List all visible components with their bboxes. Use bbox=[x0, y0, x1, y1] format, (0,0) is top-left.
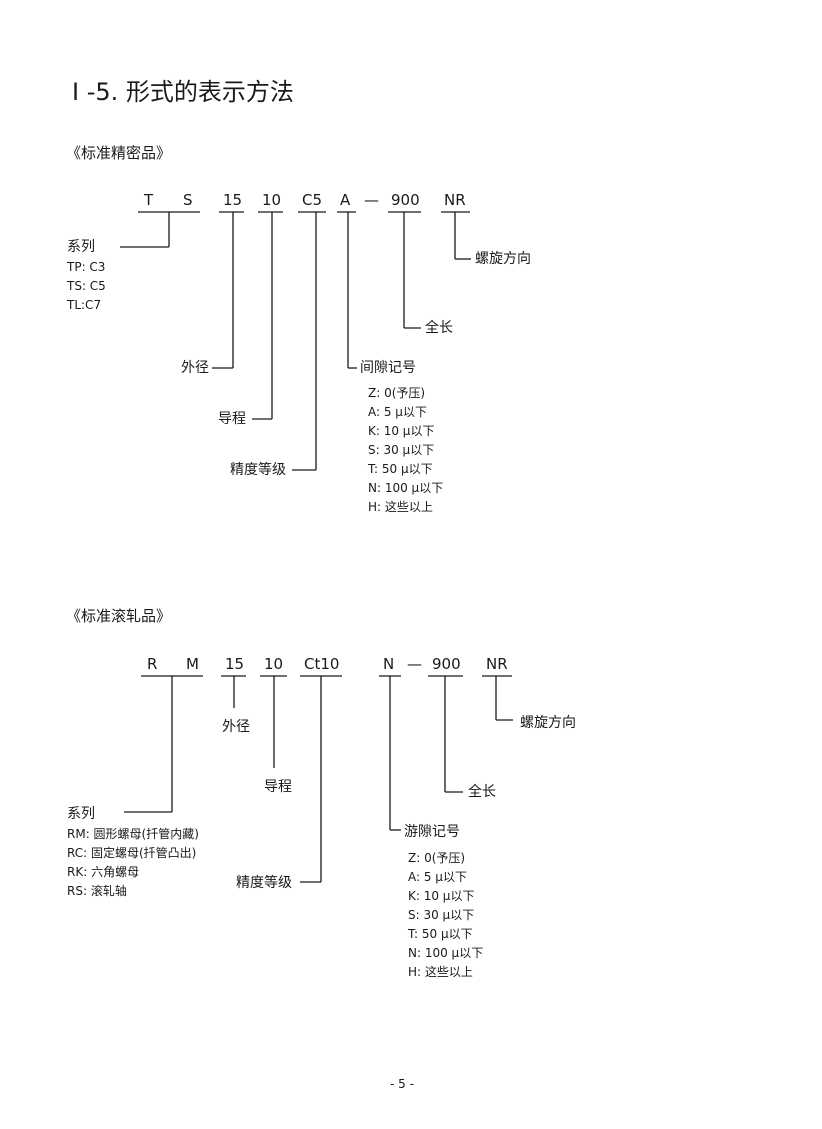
code-accuracy: C5 bbox=[302, 191, 323, 209]
code-series-2: S bbox=[183, 191, 193, 209]
code-length: 900 bbox=[432, 655, 461, 673]
code-clearance: A bbox=[340, 191, 351, 209]
list-item: S: 30 μ以下 bbox=[408, 908, 475, 922]
list-item: Z: 0(予压) bbox=[408, 851, 466, 865]
list-item: H: 这些以上 bbox=[408, 965, 473, 979]
code-direction: NR bbox=[486, 655, 508, 673]
list-item: RK: 六角螺母 bbox=[67, 865, 140, 879]
list-item: Z: 0(予压) bbox=[368, 386, 426, 400]
rolled-accuracy-grade: 精度等级 bbox=[236, 875, 292, 891]
list-item: TP: C3 bbox=[67, 260, 106, 274]
rolled-connectors bbox=[124, 676, 513, 883]
code-series-2: M bbox=[186, 655, 199, 673]
precision-length: 全长 bbox=[425, 320, 453, 336]
page-number: - 5 - bbox=[390, 1077, 414, 1091]
list-item: K: 10 μ以下 bbox=[408, 889, 475, 903]
precision-series-label: 系列 bbox=[67, 239, 95, 255]
code-accuracy: Ct10 bbox=[304, 655, 340, 673]
precision-thread-direction: 螺旋方向 bbox=[475, 251, 531, 267]
rolled-thread-direction: 螺旋方向 bbox=[520, 715, 576, 731]
list-item: H: 这些以上 bbox=[368, 500, 433, 514]
precision-accuracy-grade: 精度等级 bbox=[230, 462, 286, 478]
code-lead: 10 bbox=[264, 655, 284, 673]
list-item: N: 100 μ以下 bbox=[408, 946, 484, 960]
list-item: A: 5 μ以下 bbox=[368, 405, 427, 419]
precision-clearance-label: 间隙记号 bbox=[360, 360, 416, 376]
rolled-outer-diameter: 外径 bbox=[222, 719, 250, 735]
precision-series-list: TP: C3 TS: C5 TL:C7 bbox=[67, 258, 106, 315]
precision-clearance-list: Z: 0(予压) A: 5 μ以下 K: 10 μ以下 S: 30 μ以下 T:… bbox=[368, 384, 443, 517]
precision-heading: 《标准精密品》 bbox=[66, 144, 172, 162]
list-item: S: 30 μ以下 bbox=[368, 443, 435, 457]
list-item: T: 50 μ以下 bbox=[368, 462, 433, 476]
code-lead: 10 bbox=[262, 191, 282, 209]
list-item: TL:C7 bbox=[67, 298, 102, 312]
page-title: Ⅰ -5. 形式的表示方法 bbox=[72, 78, 294, 106]
code-outer-diameter: 15 bbox=[223, 191, 243, 209]
list-item: RM: 圆形螺母(扦管内藏) bbox=[67, 827, 199, 841]
code-outer-diameter: 15 bbox=[225, 655, 245, 673]
code-direction: NR bbox=[444, 191, 466, 209]
list-item: A: 5 μ以下 bbox=[408, 870, 467, 884]
list-item: RC: 固定螺母(扦管凸出) bbox=[67, 846, 197, 860]
list-item: K: 10 μ以下 bbox=[368, 424, 435, 438]
code-series-1: R bbox=[147, 655, 158, 673]
code-dash: — bbox=[364, 191, 379, 209]
rolled-length: 全长 bbox=[468, 784, 496, 800]
precision-lead: 导程 bbox=[218, 411, 246, 427]
rolled-heading: 《标准滚轧品》 bbox=[66, 607, 172, 625]
rolled-clearance-label: 游隙记号 bbox=[404, 824, 460, 840]
precision-connectors bbox=[120, 212, 471, 471]
rolled-series-list: RM: 圆形螺母(扦管内藏) RC: 固定螺母(扦管凸出) RK: 六角螺母 R… bbox=[67, 825, 199, 901]
code-length: 900 bbox=[391, 191, 420, 209]
list-item: TS: C5 bbox=[67, 279, 106, 293]
code-clearance: N bbox=[383, 655, 395, 673]
list-item: RS: 滚轧轴 bbox=[67, 884, 127, 898]
rolled-clearance-list: Z: 0(予压) A: 5 μ以下 K: 10 μ以下 S: 30 μ以下 T:… bbox=[408, 849, 483, 982]
list-item: N: 100 μ以下 bbox=[368, 481, 444, 495]
code-series-1: T bbox=[144, 191, 154, 209]
precision-outer-diameter: 外径 bbox=[181, 360, 209, 376]
rolled-lead: 导程 bbox=[264, 779, 292, 795]
code-dash: — bbox=[407, 655, 422, 673]
list-item: T: 50 μ以下 bbox=[408, 927, 473, 941]
rolled-series-label: 系列 bbox=[67, 806, 95, 822]
